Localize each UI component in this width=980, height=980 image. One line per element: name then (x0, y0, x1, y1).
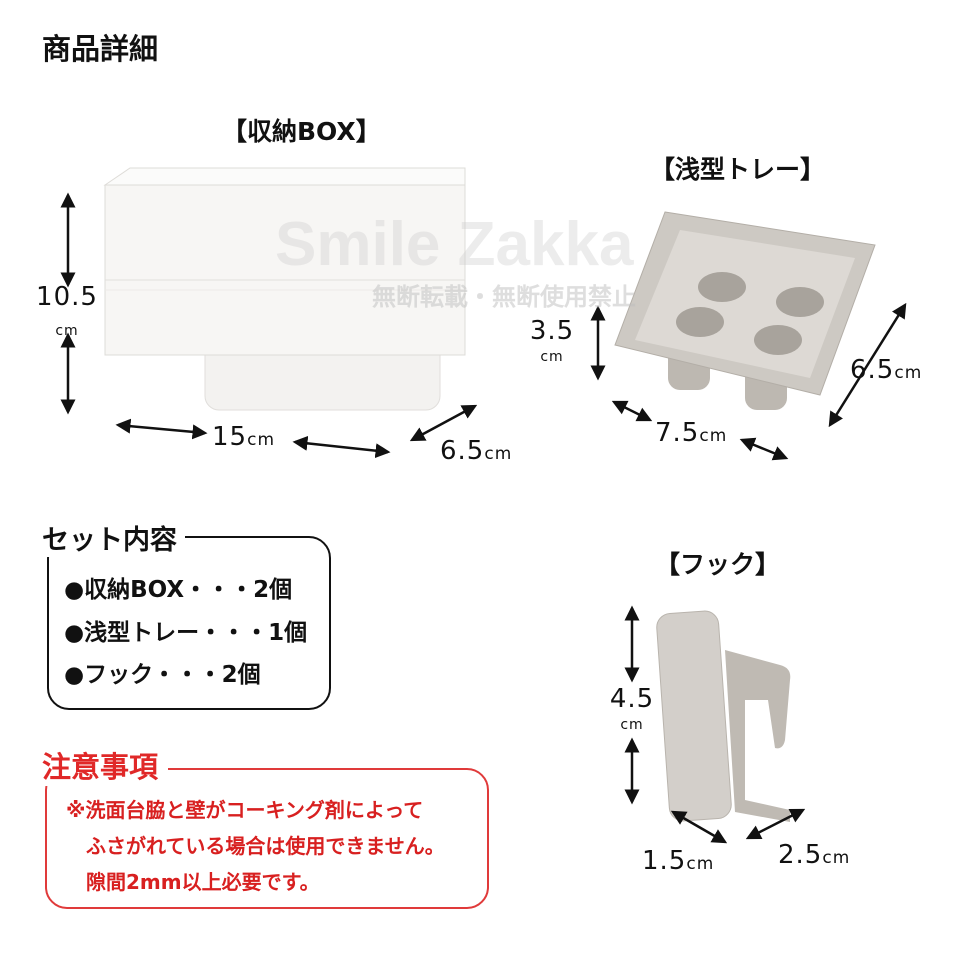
unit: cm (699, 426, 728, 446)
tray-depth-dim: 6.5cm (850, 355, 922, 385)
tray-label: 【浅型トレー】 (650, 155, 826, 184)
set-item: ●フック・・・2個 (64, 662, 261, 688)
value: 1.5 (642, 846, 687, 876)
value: 3.5 (529, 316, 575, 346)
value: 7.5 (655, 418, 700, 448)
hook-depth-dim: 2.5cm (778, 840, 850, 870)
caution-label: 注意事項 (38, 744, 169, 786)
caution-line: ※洗面台脇と壁がコーキング剤によって (66, 798, 424, 822)
watermark-brand: Smile Zakka (275, 210, 634, 279)
caution-box (45, 768, 489, 909)
value: 4.5 (609, 684, 655, 714)
unit: cm (822, 848, 851, 868)
value: 2.5 (778, 840, 823, 870)
box-depth-dim: 6.5cm (440, 436, 512, 466)
box-height-dim: 10.5 cm (12, 282, 122, 342)
set-item: ●収納BOX・・・2個 (64, 577, 293, 603)
value: 10.5 (36, 282, 98, 312)
watermark-notice: 無断転載・無断使用禁止 (372, 283, 636, 311)
dimension-arrows (60, 192, 907, 844)
box-width-dim: 15cm (212, 422, 275, 452)
page-title: 商品詳細 (42, 32, 159, 66)
value: 6.5 (850, 355, 895, 385)
storage-box-image (103, 167, 466, 411)
hook-height-dim: 4.5 cm (604, 686, 660, 736)
hook-width-dim: 1.5cm (642, 846, 714, 876)
unit: cm (247, 430, 276, 450)
unit: cm (894, 363, 923, 383)
unit: cm (686, 854, 715, 874)
tray-image (614, 211, 876, 410)
unit: cm (540, 349, 564, 365)
set-contents-label: セット内容 (38, 518, 185, 557)
box-label: 【収納BOX】 (222, 117, 381, 146)
tray-width-dim: 7.5cm (655, 418, 727, 448)
hook-label: 【フック】 (655, 550, 781, 579)
hook-image (656, 610, 791, 822)
set-item: ●浅型トレー・・・1個 (64, 620, 308, 646)
set-contents-box (47, 536, 331, 710)
caution-line: ふさがれている場合は使用できません。 (86, 834, 445, 858)
value: 15 (212, 422, 248, 452)
unit: cm (620, 717, 644, 733)
value: 6.5 (440, 436, 485, 466)
unit: cm (484, 444, 513, 464)
caution-line: 隙間2mm以上必要です。 (86, 870, 320, 894)
tray-height-dim: 3.5 cm (524, 318, 580, 368)
unit: cm (55, 323, 79, 339)
